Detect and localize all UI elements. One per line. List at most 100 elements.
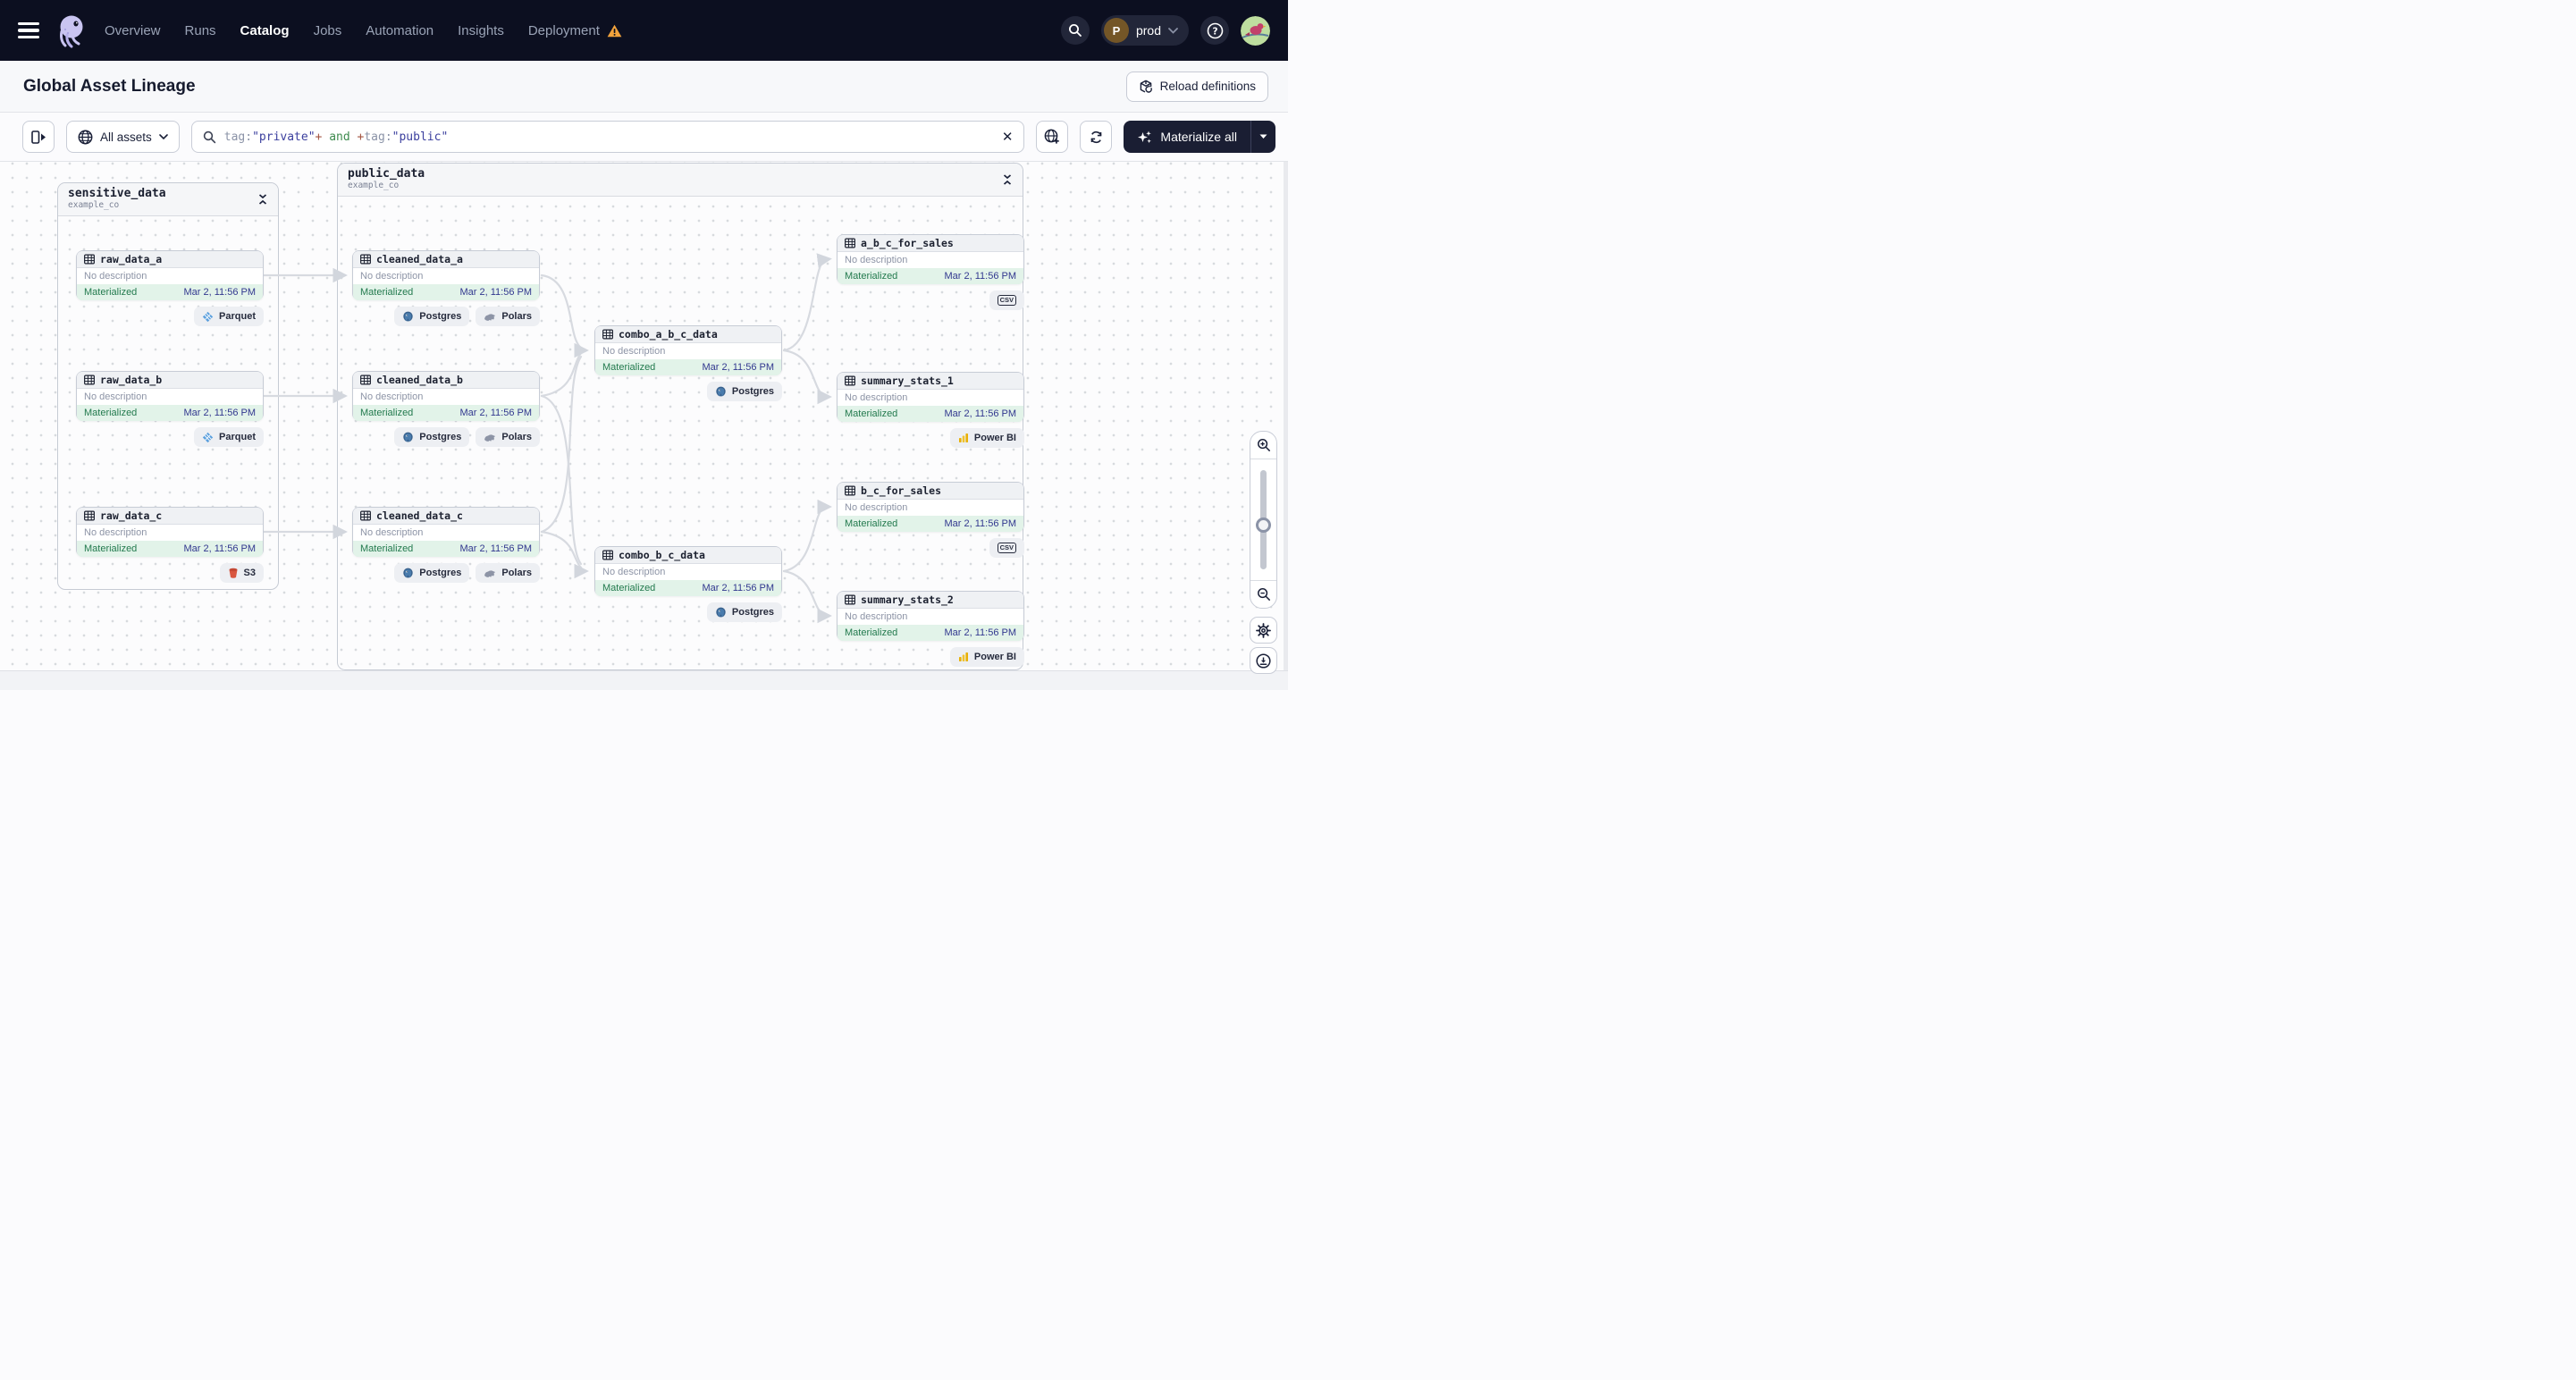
user-avatar[interactable] bbox=[1241, 15, 1270, 46]
nav-item-runs[interactable]: Runs bbox=[184, 22, 216, 38]
new-asset-selection-button[interactable] bbox=[1036, 121, 1069, 153]
environment-switcher[interactable]: P prod bbox=[1100, 15, 1189, 46]
table-icon bbox=[360, 510, 371, 521]
menu-icon[interactable] bbox=[18, 22, 39, 38]
asset-status: Materialized bbox=[360, 286, 414, 298]
group-header[interactable]: sensitive_data example_co bbox=[58, 183, 278, 216]
search-button[interactable] bbox=[1060, 16, 1090, 45]
kind-tag-parquet[interactable]: Parquet bbox=[194, 307, 264, 326]
kind-tag-powerbi[interactable]: Power BI bbox=[949, 647, 1024, 667]
chevron-down-icon bbox=[158, 134, 168, 139]
filter-query-text: tag:"private"+ and +tag:"public" bbox=[223, 130, 449, 144]
kind-tag-polars[interactable]: Polars bbox=[476, 427, 540, 447]
collapse-group-icon[interactable] bbox=[1002, 174, 1013, 185]
polars-icon bbox=[484, 433, 496, 442]
asset-node-b-c-for-sales[interactable]: b_c_for_sales No description Materialize… bbox=[837, 482, 1024, 532]
refresh-icon bbox=[1090, 130, 1102, 143]
kind-tag-postgres[interactable]: Postgres bbox=[394, 563, 470, 583]
nav-item-automation[interactable]: Automation bbox=[366, 22, 434, 38]
canvas-scrollbar[interactable] bbox=[1284, 162, 1288, 670]
asset-status: Materialized bbox=[360, 407, 414, 418]
asset-name: b_c_for_sales bbox=[861, 484, 942, 497]
asset-node-summary-stats-2[interactable]: summary_stats_2 No description Materiali… bbox=[837, 591, 1024, 641]
lineage-toolbar: All assets tag:"private"+ and +tag:"publ… bbox=[0, 113, 1288, 162]
asset-node-cleaned-data-c[interactable]: cleaned_data_c No description Materializ… bbox=[352, 507, 540, 557]
kind-tag-postgres[interactable]: Postgres bbox=[394, 307, 470, 326]
kind-tag-label: Parquet bbox=[219, 432, 256, 442]
kind-tag-label: Postgres bbox=[419, 311, 462, 322]
table-icon bbox=[845, 485, 855, 496]
nav-item-catalog[interactable]: Catalog bbox=[240, 22, 290, 38]
zoom-slider[interactable] bbox=[1250, 459, 1276, 581]
asset-timestamp: Mar 2, 11:56 PM bbox=[944, 270, 1017, 282]
refresh-button[interactable] bbox=[1080, 121, 1113, 153]
dagster-logo-icon[interactable] bbox=[53, 12, 90, 49]
caret-down-icon bbox=[1259, 134, 1267, 139]
table-icon bbox=[360, 374, 371, 385]
graph-settings-button[interactable] bbox=[1250, 617, 1277, 644]
asset-node-cleaned-data-b[interactable]: cleaned_data_b No description Materializ… bbox=[352, 371, 540, 421]
zoom-out-button[interactable] bbox=[1250, 581, 1276, 608]
download-image-button[interactable] bbox=[1250, 647, 1277, 674]
kind-tag-label: Postgres bbox=[731, 607, 774, 618]
materialize-options-button[interactable] bbox=[1250, 121, 1275, 153]
asset-node-summary-stats-1[interactable]: summary_stats_1 No description Materiali… bbox=[837, 372, 1024, 422]
group-header[interactable]: public_data example_co bbox=[338, 164, 1023, 197]
asset-description: No description bbox=[360, 527, 424, 538]
top-nav: Overview Runs Catalog Jobs Automation In… bbox=[0, 0, 1288, 61]
kind-tag-postgres[interactable]: Postgres bbox=[706, 382, 782, 401]
help-button[interactable]: ? bbox=[1200, 16, 1229, 45]
kind-tag-label: Polars bbox=[501, 432, 532, 442]
kind-tag-polars[interactable]: Polars bbox=[476, 307, 540, 326]
materialize-all-button[interactable]: Materialize all bbox=[1124, 121, 1275, 153]
collapse-group-icon[interactable] bbox=[257, 194, 268, 205]
asset-name: raw_data_b bbox=[100, 374, 163, 386]
group-name: public_data bbox=[348, 167, 425, 181]
kind-tag-s3[interactable]: S3 bbox=[219, 563, 264, 583]
asset-node-cleaned-data-a[interactable]: cleaned_data_a No description Materializ… bbox=[352, 250, 540, 300]
asset-description: No description bbox=[845, 502, 908, 513]
reload-definitions-label: Reload definitions bbox=[1159, 80, 1256, 93]
kind-tag-label: Postgres bbox=[731, 386, 774, 397]
group-name: sensitive_data bbox=[68, 187, 166, 201]
kind-tag-powerbi[interactable]: Power BI bbox=[949, 428, 1024, 448]
table-icon bbox=[845, 594, 855, 605]
page-header: Global Asset Lineage Reload definitions bbox=[0, 61, 1288, 113]
nav-item-jobs[interactable]: Jobs bbox=[313, 22, 342, 38]
kind-tag-postgres[interactable]: Postgres bbox=[706, 602, 782, 622]
lineage-canvas[interactable]: sensitive_data example_co public_data ex… bbox=[0, 162, 1288, 690]
kind-tag-postgres[interactable]: Postgres bbox=[394, 427, 470, 447]
table-icon bbox=[84, 254, 95, 265]
kind-tag-csv[interactable]: CSV bbox=[989, 290, 1024, 310]
clear-filter-icon[interactable]: ✕ bbox=[1001, 129, 1014, 145]
asset-node-combo-a-b-c-data[interactable]: combo_a_b_c_data No description Material… bbox=[594, 325, 782, 375]
canvas-footer-strip bbox=[0, 670, 1288, 690]
asset-status: Materialized bbox=[845, 518, 898, 529]
asset-description: No description bbox=[602, 346, 666, 357]
asset-timestamp: Mar 2, 11:56 PM bbox=[459, 286, 533, 298]
asset-node-combo-b-c-data[interactable]: combo_b_c_data No description Materializ… bbox=[594, 546, 782, 596]
nav-item-insights[interactable]: Insights bbox=[458, 22, 504, 38]
kind-tag-parquet[interactable]: Parquet bbox=[194, 427, 264, 447]
asset-node-a-b-c-for-sales[interactable]: a_b_c_for_sales No description Materiali… bbox=[837, 234, 1024, 284]
kind-tag-csv[interactable]: CSV bbox=[989, 538, 1024, 558]
asset-scope-select[interactable]: All assets bbox=[66, 121, 180, 153]
table-icon bbox=[845, 375, 855, 386]
nav-item-overview[interactable]: Overview bbox=[105, 22, 161, 38]
zoom-slider-knob[interactable] bbox=[1256, 517, 1271, 533]
open-side-panel-button[interactable] bbox=[22, 121, 55, 153]
parquet-icon bbox=[202, 432, 214, 442]
group-location: example_co bbox=[348, 181, 400, 191]
kind-tag-polars[interactable]: Polars bbox=[476, 563, 540, 583]
asset-description: No description bbox=[84, 391, 147, 402]
reload-definitions-button[interactable]: Reload definitions bbox=[1125, 71, 1268, 102]
zoom-in-button[interactable] bbox=[1250, 432, 1276, 459]
nav-item-deployment[interactable]: Deployment bbox=[527, 22, 600, 38]
table-icon bbox=[84, 374, 95, 385]
chevron-down-icon bbox=[1168, 27, 1178, 34]
asset-filter-input[interactable]: tag:"private"+ and +tag:"public" ✕ bbox=[190, 121, 1025, 153]
zoom-controls bbox=[1250, 431, 1277, 609]
